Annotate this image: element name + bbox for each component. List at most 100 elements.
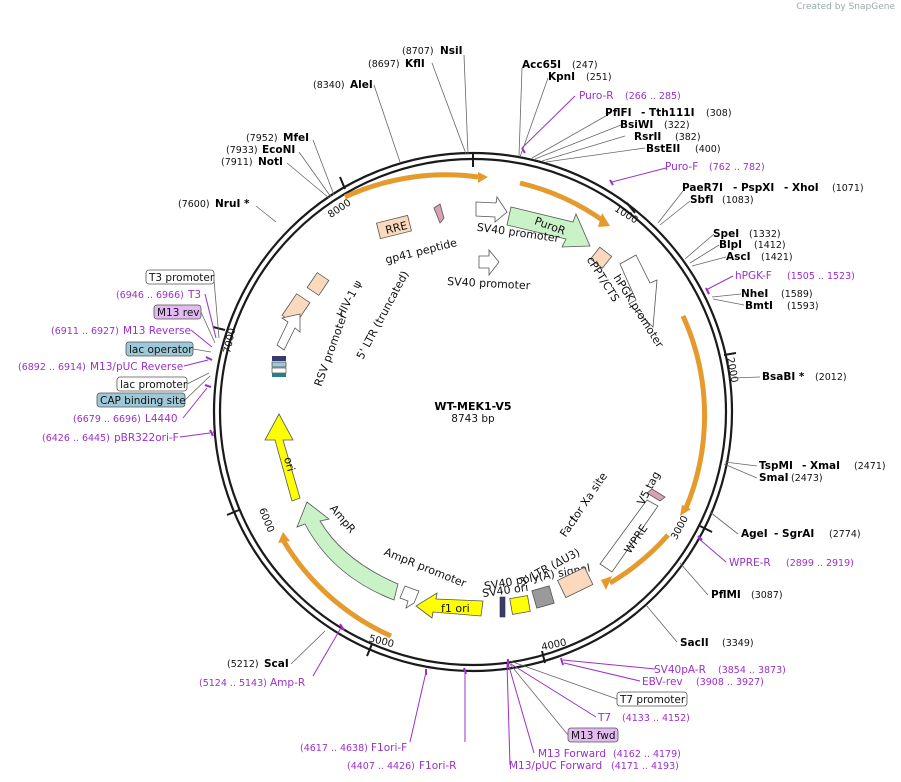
blpi-label: BlpI (719, 239, 742, 251)
wpre-r-pos: (2899 .. 2919) (786, 558, 854, 569)
hiv-psi-box (306, 272, 330, 296)
site-labels: (8707) NsiI (8697) KflI (8340) AleI (795… (178, 45, 886, 670)
rsv-promoter-arrow (276, 313, 301, 351)
nrui-pos: (7600) (178, 199, 210, 210)
gp41-arrow (433, 203, 445, 224)
m13-reverse-pos: (6911 .. 6927) (51, 326, 119, 337)
bmti-pos: (1593) (787, 301, 819, 312)
f1-ori-label: f1 ori (441, 602, 470, 615)
rsv-label: RSV promoter (312, 311, 351, 388)
box-leaders (184, 279, 618, 736)
sv40pa-r-pos: (3854 .. 3873) (718, 665, 786, 676)
asci-pos: (1421) (761, 252, 793, 263)
m13puc-forward-label: M13/pUC Forward (509, 760, 602, 772)
t7-label: T7 (597, 712, 611, 724)
factor-xa-label: Factor Xa site (557, 470, 610, 539)
mfei-pos: (7952) (246, 133, 278, 144)
l4440-pos: (6679 .. 6696) (73, 414, 141, 425)
nhei-label: NheI (741, 288, 768, 300)
pflfi-label: PflFI (605, 107, 632, 119)
plasmid-name: WT-MEK1-V5 (434, 400, 511, 413)
leader-lines (211, 54, 761, 665)
sacii-pos: (3349) (722, 638, 754, 649)
puro-r-label: Puro-R (579, 90, 614, 102)
ori-label: ori (281, 456, 297, 473)
t7-promoter-label: T7 promoter (619, 694, 686, 706)
ltr5-label: 5' LTR (truncated) (354, 269, 412, 362)
m13-rev-label: M13 rev (157, 307, 200, 319)
sv40-promoter-arrow-2 (478, 248, 500, 277)
sv40-promoter-label-2: SV40 promoter (447, 275, 531, 292)
pbr322ori-f-pos: (6426 .. 6445) (42, 433, 110, 444)
m13puc-reverse-label: M13/pUC Reverse (90, 361, 183, 373)
t3-label: T3 (187, 289, 201, 301)
tspmi-pos: (2471) (854, 461, 886, 472)
primer-labels: Puro-R (266 .. 285) Puro-F (762 .. 782) … (18, 90, 855, 772)
tick-label-6000: 6000 (256, 507, 276, 535)
pflmi-label: PflMI (711, 589, 741, 601)
puro-r-pos: (266 .. 285) (625, 91, 681, 102)
smai-label: SmaI (759, 472, 789, 484)
smai-pos: (2473) (791, 473, 823, 484)
ltr3-box (557, 566, 594, 599)
t7-pos: (4133 .. 4152) (622, 713, 690, 724)
amp-r-label: Amp-R (270, 677, 305, 689)
bmti-label: BmtI (745, 300, 773, 312)
sv40pa-r-label: SV40pA-R (654, 664, 706, 676)
cap-site-label: CAP binding site (100, 395, 186, 407)
paer7i-label: PaeR7I (682, 182, 723, 194)
scai-pos: (5212) (227, 659, 259, 670)
wpre-arrow (599, 499, 659, 573)
puro-f-pos: (762 .. 782) (709, 162, 765, 173)
annotation-arcs (280, 172, 708, 639)
hpgk-f-label: hPGK-F (735, 270, 772, 282)
lac-cluster-glyph (271, 356, 287, 377)
annotation-arc-heads (278, 172, 691, 590)
f1ori-r-label: F1ori-R (419, 760, 456, 772)
ampr-promoter-arrow (399, 585, 420, 609)
tspmi-label: TspMI (759, 460, 793, 472)
kfli-pos: (8697) (368, 59, 400, 70)
bsabi-label: BsaBI * (762, 371, 805, 383)
sbfi-pos: (1083) (722, 195, 754, 206)
tick-label-4000: 4000 (540, 637, 567, 653)
econi-label: EcoNI (262, 144, 295, 156)
m13-forward-pos: (4162 .. 4179) (613, 749, 681, 760)
bsiwi-label: BsiWI (620, 119, 653, 131)
kpni-label: KpnI (548, 71, 575, 83)
cppt-box (589, 246, 613, 269)
gp41-label: gp41 peptide (384, 236, 459, 266)
bsteii-pos: (400) (695, 144, 721, 155)
noti-label: NotI (258, 156, 283, 168)
tick-label-8000: 8000 (326, 197, 353, 220)
primer-ticks (204, 147, 710, 675)
agei-label: AgeI (741, 528, 768, 540)
m13-reverse-label: M13 Reverse (123, 325, 191, 337)
xmai-label: - XmaI (802, 460, 840, 472)
tick-label-3000: 3000 (669, 514, 691, 542)
pflmi-pos: (3087) (751, 590, 783, 601)
spei-pos: (1332) (749, 229, 781, 240)
lac-operator-label: lac operator (129, 344, 193, 356)
snapgene-credit: Created by SnapGene (796, 2, 895, 12)
econi-pos: (7933) (226, 145, 258, 156)
noti-pos: (7911) (221, 157, 253, 168)
sgrai-label: - SgrAI (774, 528, 814, 540)
rre-label: RRE (384, 219, 409, 237)
spei-label: SpeI (713, 228, 739, 240)
nsii-label: NsiI (440, 45, 463, 57)
ori-arrow (264, 413, 301, 502)
mfei-label: MfeI (283, 132, 309, 144)
alei-label: AleI (350, 79, 373, 91)
tick-label-2000: 2000 (724, 357, 739, 384)
pbr322ori-f-label: pBR322ori-F (114, 432, 179, 444)
ampr-arrow (296, 501, 399, 601)
acc65i-label: Acc65I (522, 59, 561, 71)
nrui-label: NruI * (215, 198, 250, 210)
hpgk-promoter-arrow (619, 254, 658, 328)
scai-label: ScaI (264, 658, 289, 670)
wpre-r-label: WPRE-R (729, 557, 771, 569)
factor-xa-mark (569, 515, 578, 523)
m13puc-forward-pos: (4171 .. 4193) (611, 761, 679, 772)
